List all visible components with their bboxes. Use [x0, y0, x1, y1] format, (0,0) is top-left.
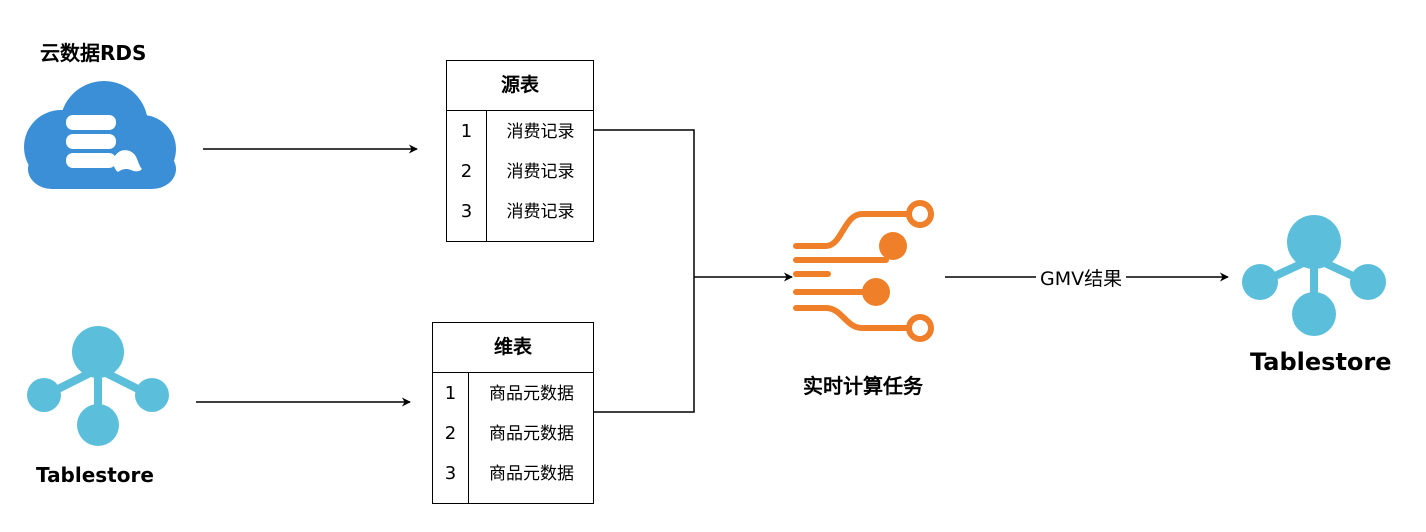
row-number: 2 [444, 423, 457, 444]
tablestore-source-label: Tablestore [36, 463, 154, 487]
dim-table: 维表 1 商品元数据 2 商品元数据 3 商品元数据 [432, 322, 594, 504]
tablestore-icon [1242, 215, 1386, 336]
row-number: 2 [460, 161, 473, 182]
table-row: 2 商品元数据 [433, 414, 593, 454]
row-number: 1 [460, 121, 473, 142]
row-number: 3 [460, 201, 473, 222]
table-row: 2 消费记录 [447, 152, 593, 192]
table-row: 1 商品元数据 [433, 374, 593, 414]
dim-table-title: 维表 [433, 323, 593, 373]
row-value: 商品元数据 [489, 424, 574, 444]
row-number: 3 [444, 463, 457, 484]
source-table-column-divider [486, 110, 487, 241]
source-table-title: 源表 [447, 61, 593, 111]
realtime-compute-icon [793, 200, 934, 342]
table-row: 3 商品元数据 [433, 454, 593, 494]
tablestore-sink-label: Tablestore [1250, 348, 1392, 376]
rds-label: 云数据RDS [40, 41, 147, 65]
row-number: 1 [444, 383, 457, 404]
edge-dim-table-to-compute [594, 277, 695, 413]
row-value: 消费记录 [506, 162, 575, 182]
row-value: 商品元数据 [489, 464, 574, 484]
dim-table-column-divider [468, 372, 469, 503]
row-value: 消费记录 [506, 202, 575, 222]
table-row: 3 消费记录 [447, 192, 593, 232]
edge-label-gmv-result: GMV结果 [1036, 264, 1127, 291]
row-value: 商品元数据 [489, 384, 574, 404]
edge-source-table-to-compute [594, 129, 695, 277]
table-row: 1 消费记录 [447, 112, 593, 152]
row-value: 消费记录 [506, 122, 575, 142]
tablestore-icon [27, 326, 169, 446]
cloud-database-icon [24, 81, 176, 189]
compute-label: 实时计算任务 [803, 374, 923, 398]
source-table: 源表 1 消费记录 2 消费记录 3 消费记录 [446, 60, 594, 242]
